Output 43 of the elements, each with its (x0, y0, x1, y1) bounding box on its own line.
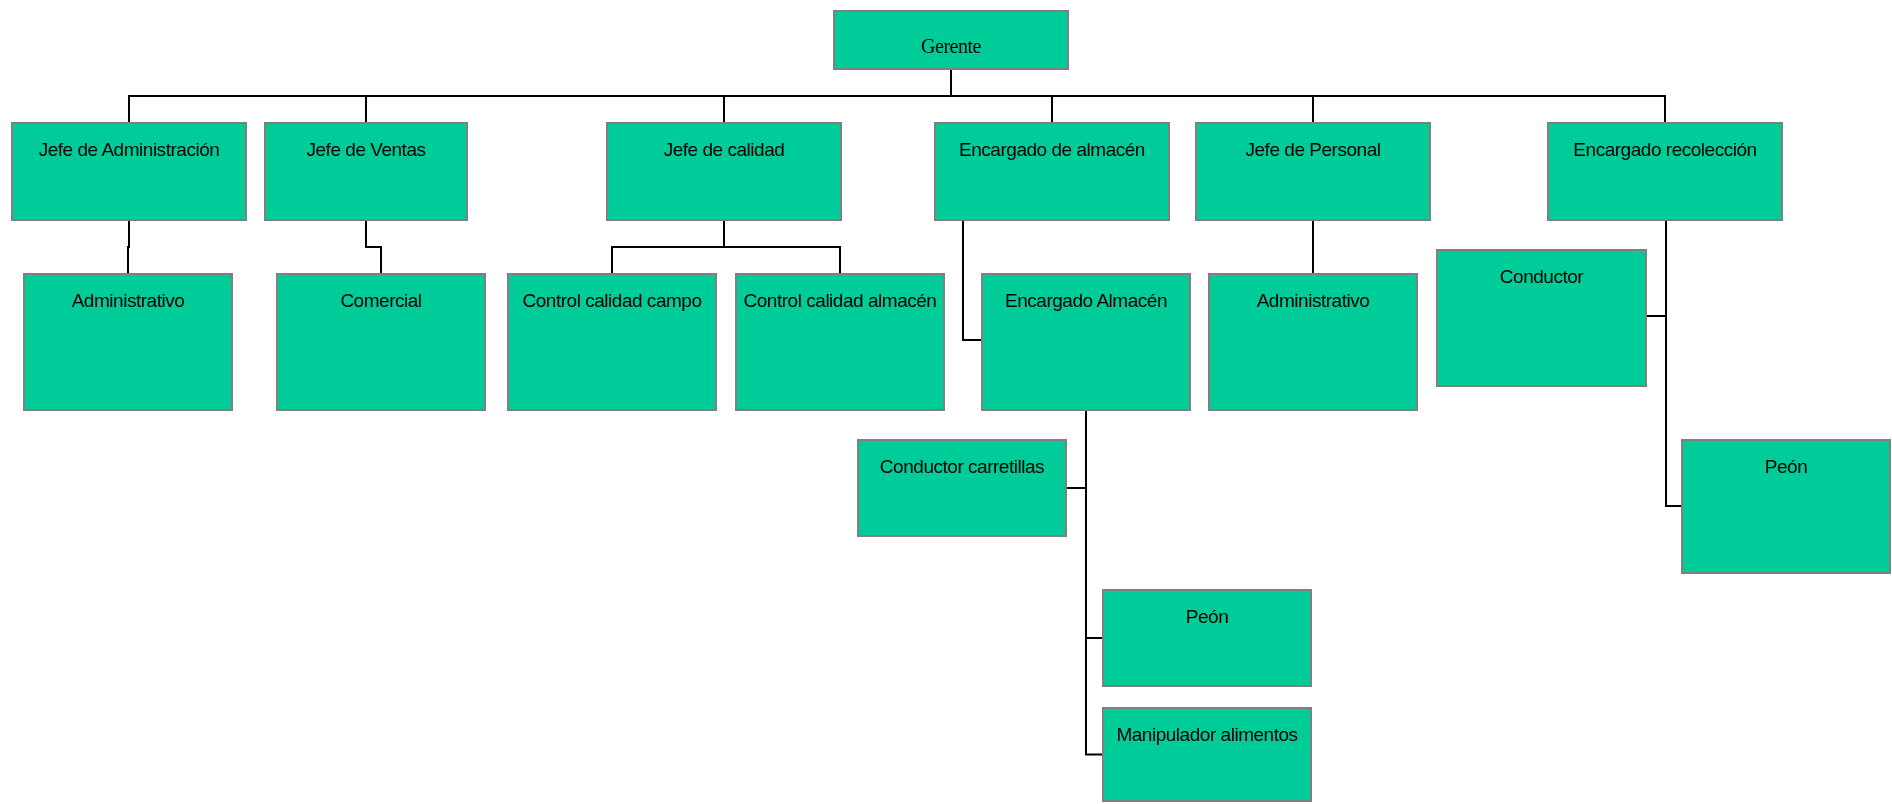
role-title: Peón (1764, 455, 1808, 479)
org-box (1436, 249, 1647, 387)
role-title: Comercial (340, 289, 422, 313)
org-box (1681, 439, 1891, 574)
role-title: Control calidad almacén (743, 289, 937, 313)
connector-line (1085, 410, 1103, 756)
org-box (833, 10, 1069, 70)
org-box (1102, 589, 1312, 687)
role-title: Conductor carretillas (879, 455, 1045, 479)
role-title: Encargado recolección (1573, 138, 1757, 162)
org-box (507, 273, 717, 411)
role-title: Administrativo (1256, 289, 1370, 313)
connector-line (365, 220, 382, 274)
org-box (735, 273, 945, 411)
connector-line (723, 220, 841, 274)
org-box (857, 439, 1067, 537)
connector-line (1665, 220, 1682, 507)
role-title: Control calidad campo (522, 289, 702, 313)
org-box (1547, 122, 1783, 221)
connector-line (1312, 220, 1314, 274)
org-box (606, 122, 842, 221)
role-title: Encargado de almacén (959, 138, 1145, 162)
role-title: Encargado Almacén (1005, 289, 1167, 313)
role-title: Conductor (1499, 265, 1584, 289)
role-title: Jefe de Ventas (306, 138, 426, 162)
org-box (23, 273, 233, 411)
role-title: Manipulador alimentos (1116, 723, 1298, 747)
connector-line (962, 220, 982, 341)
role-title: Peón (1185, 605, 1229, 629)
org-box (1195, 122, 1431, 221)
org-box (276, 273, 486, 411)
org-box (264, 122, 468, 221)
org-box (11, 122, 247, 221)
org-box (981, 273, 1191, 411)
role-title: Gerente (921, 33, 981, 59)
org-box (1102, 707, 1312, 802)
role-title: Jefe de Administración (38, 138, 220, 162)
role-title: Jefe de calidad (663, 138, 785, 162)
role-title: Administrativo (71, 289, 185, 313)
org-box (934, 122, 1170, 221)
connector-line (127, 220, 130, 274)
role-title: Jefe de Personal (1245, 138, 1381, 162)
org-box (1208, 273, 1418, 411)
